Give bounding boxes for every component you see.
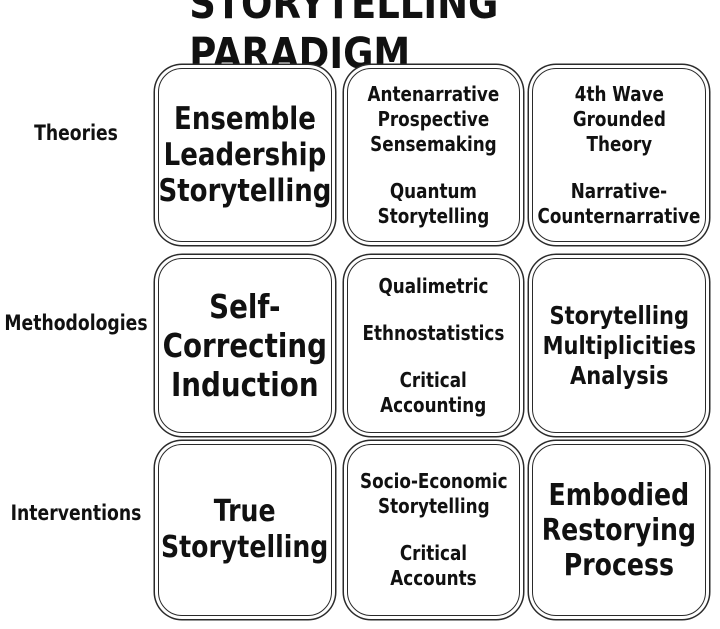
cell-text-line: Qualimetric [378, 273, 489, 298]
cell-text-line: Socio-Economic [359, 469, 508, 493]
cell-text-line: Accounting [380, 392, 487, 417]
cell-text-line: Storytelling [377, 203, 490, 228]
cell-text-line: Grounded [572, 106, 666, 131]
cell-text-line: Process [563, 547, 675, 583]
cell-text-line: Self- [209, 287, 281, 326]
cell-text-line: Theory [586, 131, 652, 156]
cell-self-correcting-induction: Self- Correcting Induction [158, 258, 332, 433]
cell-text-line: Leadership [163, 137, 327, 173]
cell-text-line: Analysis [569, 360, 669, 390]
cell-socio-economic-critical-accounts: Socio-Economic Storytelling Critical Acc… [347, 444, 520, 616]
cell-embodied-restorying-process: Embodied Restorying Process [532, 444, 706, 616]
cell-text-line: Induction [171, 365, 319, 404]
cell-text-line: Ethnostatistics [362, 320, 505, 345]
cell-text-line: 4th Wave [574, 81, 664, 106]
cell-text-line: Ensemble [174, 101, 316, 137]
row-label-methodologies: Methodologies [4, 311, 148, 335]
diagram-title: STORYTELLING PARADIGM [189, 0, 499, 79]
cell-text-line: Quantum [389, 178, 478, 203]
cell-text-line: Storytelling [161, 530, 329, 565]
row-label-interventions: Interventions [10, 501, 142, 525]
cell-grounded-theory-narrative: 4th Wave Grounded Theory Narrative- Coun… [532, 68, 706, 242]
cell-text-line: Storytelling [549, 300, 689, 330]
cell-text-line: True [214, 494, 276, 529]
cell-text-line: Critical [399, 367, 468, 392]
cell-text-line: Prospective [377, 106, 490, 131]
cell-storytelling-multiplicities-analysis: Storytelling Multiplicities Analysis [532, 258, 706, 433]
cell-true-storytelling: True Storytelling [158, 444, 332, 616]
cell-text-line: Critical [399, 541, 468, 565]
cell-text-line: Restorying [541, 512, 697, 548]
cell-antenarrative-quantum: Antenarrative Prospective Sensemaking Qu… [347, 68, 520, 242]
cell-text-line: Correcting [162, 326, 328, 365]
cell-text-line: Antenarrative [367, 81, 500, 106]
cell-text-line: Narrative- [570, 178, 668, 203]
cell-text-line: Accounts [390, 566, 477, 590]
cell-text-line: Multiplicities [542, 330, 696, 360]
cell-text-line: Sensemaking [370, 131, 497, 156]
cell-ensemble-leadership-storytelling: Ensemble Leadership Storytelling [158, 68, 332, 242]
cell-text-line: Storytelling [158, 173, 332, 209]
cell-text-line: Counternarrative [537, 203, 701, 228]
cell-text-line: Storytelling [377, 494, 490, 518]
cell-qualimetric-ethnostatistics-accounting: Qualimetric Ethnostatistics Critical Acc… [347, 258, 520, 433]
cell-text-line: Embodied [548, 477, 690, 513]
row-label-theories: Theories [34, 121, 118, 145]
